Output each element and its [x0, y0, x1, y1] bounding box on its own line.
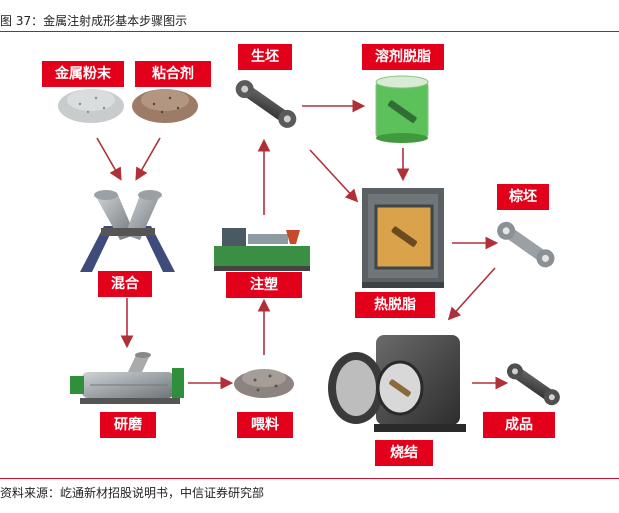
label-metal-powder: 金属粉末 — [42, 61, 124, 87]
grinding-mill-icon — [70, 352, 184, 404]
label-feedstock: 喂料 — [237, 412, 293, 438]
label-sintering: 烧结 — [375, 440, 433, 466]
bottom-divider — [0, 478, 619, 479]
debinding-furnace-icon — [362, 188, 444, 288]
arrow-binder-to-mixer — [135, 137, 161, 181]
feedstock-pellets-icon — [234, 369, 294, 398]
green-part-icon — [235, 80, 297, 128]
arrow-powder-to-mixer — [96, 137, 122, 181]
flow-arrows — [96, 99, 509, 390]
binder-pile-icon — [132, 89, 198, 123]
v-mixer-icon — [80, 190, 175, 272]
label-mixing: 混合 — [98, 271, 152, 297]
label-injection: 注塑 — [226, 272, 302, 298]
label-brown-part: 棕坯 — [497, 184, 549, 210]
brown-part-icon — [497, 221, 555, 268]
finished-product-icon — [506, 363, 560, 406]
figure-source: 资料来源：屹通新材招股说明书，中信证券研究部 — [0, 486, 265, 500]
label-thermal-debinding: 热脱脂 — [355, 292, 435, 318]
figure-caption: 图 37：金属注射成形基本步骤图示 — [0, 14, 188, 28]
arrow-brown-to-thermal — [447, 267, 496, 321]
label-solvent-debinding: 溶剂脱脂 — [362, 44, 444, 70]
solvent-beaker-icon — [375, 75, 429, 143]
injection-machine-icon — [214, 228, 310, 271]
label-green-part: 生坯 — [238, 44, 292, 70]
sintering-furnace-icon — [328, 335, 466, 432]
metal-powder-pile-icon — [58, 89, 124, 123]
label-binder: 粘合剂 — [135, 61, 211, 87]
label-grinding: 研磨 — [100, 412, 156, 438]
arrow-green-to-furnace — [309, 149, 359, 203]
top-divider — [0, 31, 619, 32]
label-finished-product: 成品 — [483, 412, 555, 438]
